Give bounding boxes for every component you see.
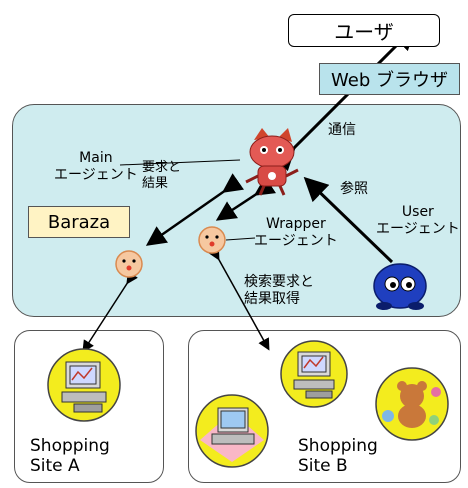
baraza-label: Baraza	[47, 211, 111, 233]
user-agent-label-line1: User	[401, 204, 434, 220]
site-b-computer-icon-left	[195, 394, 269, 468]
baraza-box: Baraza	[28, 206, 130, 238]
main-agent-label: Main エージェント	[54, 150, 138, 184]
main-agent-robot-icon	[245, 128, 299, 196]
wrapper-agent-label: Wrapper エージェント	[254, 216, 338, 250]
arrow-baraza-siteA	[82, 271, 138, 353]
wrapper-agent-face-icon	[198, 226, 226, 254]
site-a-label-line2: Site A	[30, 456, 80, 477]
search-label-line2: 結果取得	[244, 290, 300, 307]
site-b-label-line2: Site B	[298, 456, 348, 477]
main-agent-label-line1: Main	[79, 150, 113, 166]
wrapper-agent-label-line1: Wrapper	[266, 216, 326, 232]
site-b-teddy-bear-icon	[375, 367, 449, 441]
site-b-computer-icon-top	[280, 340, 348, 408]
search-label: 検索要求と 結果取得	[244, 274, 314, 308]
communication-label: 通信	[328, 122, 356, 138]
arrow-main-wrapper	[215, 176, 277, 221]
main-label-leader	[119, 159, 241, 166]
wrapper-label-leader	[225, 237, 256, 241]
site-b-label-line1: Shopping	[298, 436, 378, 456]
arrow-wrapper-siteB	[208, 247, 270, 351]
request-result-label: 要求と 結果	[142, 160, 181, 191]
arrow-reference	[303, 176, 394, 264]
site-b-label: Shopping Site B	[298, 436, 378, 477]
search-label-line1: 検索要求と	[244, 274, 314, 290]
site-a-computer-icon	[47, 348, 121, 422]
request-result-line2: 結果	[142, 175, 169, 191]
arrow-main-baraza	[145, 173, 245, 246]
baraza-agent-face-icon	[115, 250, 143, 278]
user-agent-creature-icon	[373, 263, 427, 310]
wrapper-agent-label-line2: エージェント	[254, 232, 338, 249]
user-box: ユーザ	[288, 14, 440, 47]
user-label: ユーザ	[334, 20, 394, 44]
request-result-line1: 要求と	[142, 160, 182, 175]
user-agent-label: User エージェント	[376, 204, 460, 238]
site-a-label-line1: Shopping	[30, 436, 110, 456]
reference-label: 参照	[340, 181, 368, 197]
web-browser-box: Web ブラウザ	[319, 63, 460, 95]
site-a-label: Shopping Site A	[30, 436, 110, 477]
web-browser-label: Web ブラウザ	[331, 70, 448, 91]
user-agent-label-line2: エージェント	[376, 220, 460, 237]
main-agent-label-line2: エージェント	[54, 166, 138, 183]
